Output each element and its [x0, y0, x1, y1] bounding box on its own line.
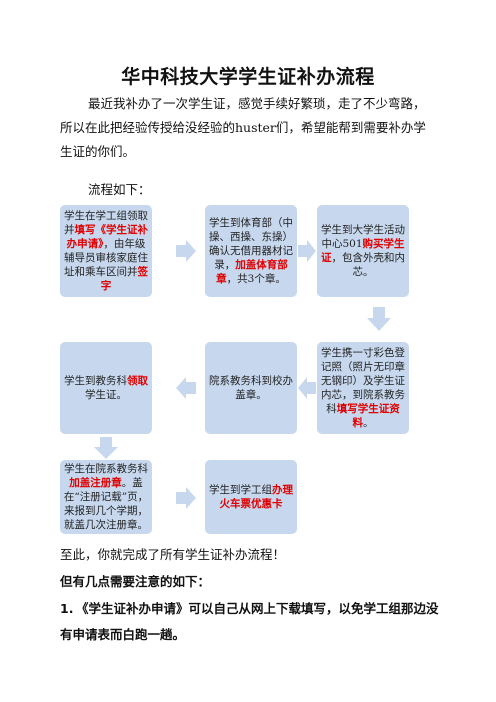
intro-paragraph: 最近我补办了一次学生证，感觉手续好繁琐，走了不少弯路，所以在此把经验传授给没经验…	[60, 96, 426, 159]
flow-step-5: 院系教务科到校办盖章。	[205, 342, 297, 434]
step-text: 学生在院系教务科	[64, 463, 148, 475]
step-text: ，由年级辅导员审核家庭住址和乘车区间并	[64, 238, 148, 278]
highlighted-text: 办理火车票优惠卡	[219, 484, 294, 510]
document-title: 华中科技大学学生证补办流程	[121, 66, 375, 88]
flow-step-4: 学生携一寸彩色登记照（照片无印章无钢印）及学生证内芯，到院系教务科填写学生证资料…	[317, 342, 409, 434]
highlighted-text: 填写《学生证补办申请》	[66, 224, 148, 250]
note-item: 1.《学生证补办申请》可以自己从网上下载填写，以免学工组那边没有申请表而白跑一趟…	[60, 596, 440, 648]
arrow-left-icon	[176, 377, 196, 399]
highlighted-text: 加盖体育部章	[216, 259, 288, 285]
flow-step-text: 学生到大学生活动中心501购买学生证，包含外壳和内芯。	[320, 223, 406, 279]
flow-step-text: 院系教务科到校办盖章。	[208, 374, 294, 402]
flow-step-text: 学生到教务科领取学生证。	[63, 374, 149, 402]
step-text: ，包含外壳和内芯。	[331, 252, 406, 278]
note-number: 1.	[60, 601, 74, 616]
flow-step-7: 学生在院系教务科加盖注册章。盖在“注册记载”页，来报到几个学期，就盖几次注册章。	[60, 460, 152, 534]
step-text: 学生到体育部（中操、西操、东操）确认无借用器材记录，	[209, 217, 293, 271]
step-text: 院系教务科到校办盖章。	[209, 375, 293, 401]
note-text: 《学生证补办申请》可以自己从网上下载填写，以免学工组那边没有申请表而白跑一趟。	[60, 601, 439, 642]
step-text: ，共3个章。	[226, 273, 286, 285]
arrow-left-icon	[298, 377, 316, 399]
flow-step-6: 学生到教务科领取学生证。	[60, 342, 152, 434]
flow-intro: 流程如下：	[88, 182, 151, 197]
step-text: 。盖在“注册记载”页，来报到几个学期，就盖几次注册章。	[63, 477, 149, 531]
highlighted-text: 购买学生证	[321, 238, 405, 264]
conclusion: 至此，你就完成了所有学生证补办流程！	[60, 547, 286, 562]
flow-step-3: 学生到大学生活动中心501购买学生证，包含外壳和内芯。	[317, 205, 409, 297]
step-text: 学生证。	[85, 389, 127, 401]
step-text: 学生到学工组	[209, 484, 272, 496]
flow-step-text: 学生到学工组办理火车票优惠卡	[208, 483, 294, 511]
notes-heading: 但有几点需要注意的如下：	[60, 574, 211, 589]
flow-step-8: 学生到学工组办理火车票优惠卡	[205, 460, 297, 534]
highlighted-text: 加盖注册章	[69, 477, 122, 489]
arrow-right-icon	[298, 240, 316, 262]
step-text: 学生在学工组领取并	[64, 210, 148, 236]
arrow-right-icon	[176, 487, 196, 509]
arrow-down-icon	[367, 307, 391, 331]
arrow-right-icon	[176, 240, 196, 262]
highlighted-text: 填写学生证资料	[336, 403, 400, 429]
highlighted-text: 签字	[100, 266, 148, 292]
arrow-down-icon	[94, 437, 118, 459]
step-text: 学生到教务科	[64, 375, 127, 387]
flow-step-1: 学生在学工组领取并填写《学生证补办申请》，由年级辅导员审核家庭住址和乘车区间并签…	[60, 205, 152, 297]
highlighted-text: 领取	[127, 375, 148, 387]
flow-step-text: 学生到体育部（中操、西操、东操）确认无借用器材记录，加盖体育部章，共3个章。	[208, 216, 294, 286]
flow-step-text: 学生在院系教务科加盖注册章。盖在“注册记载”页，来报到几个学期，就盖几次注册章。	[63, 462, 149, 532]
flow-step-text: 学生在学工组领取并填写《学生证补办申请》，由年级辅导员审核家庭住址和乘车区间并签…	[63, 209, 149, 293]
flow-step-text: 学生携一寸彩色登记照（照片无印章无钢印）及学生证内芯，到院系教务科填写学生证资料…	[320, 346, 406, 430]
flow-step-2: 学生到体育部（中操、西操、东操）确认无借用器材记录，加盖体育部章，共3个章。	[205, 205, 297, 297]
step-text: 。	[363, 417, 374, 429]
step-text: 学生携一寸彩色登记照（照片无印章无钢印）及学生证内芯，到院系教务科	[321, 347, 405, 415]
step-text: 学生到大学生活动中心501	[321, 224, 405, 250]
